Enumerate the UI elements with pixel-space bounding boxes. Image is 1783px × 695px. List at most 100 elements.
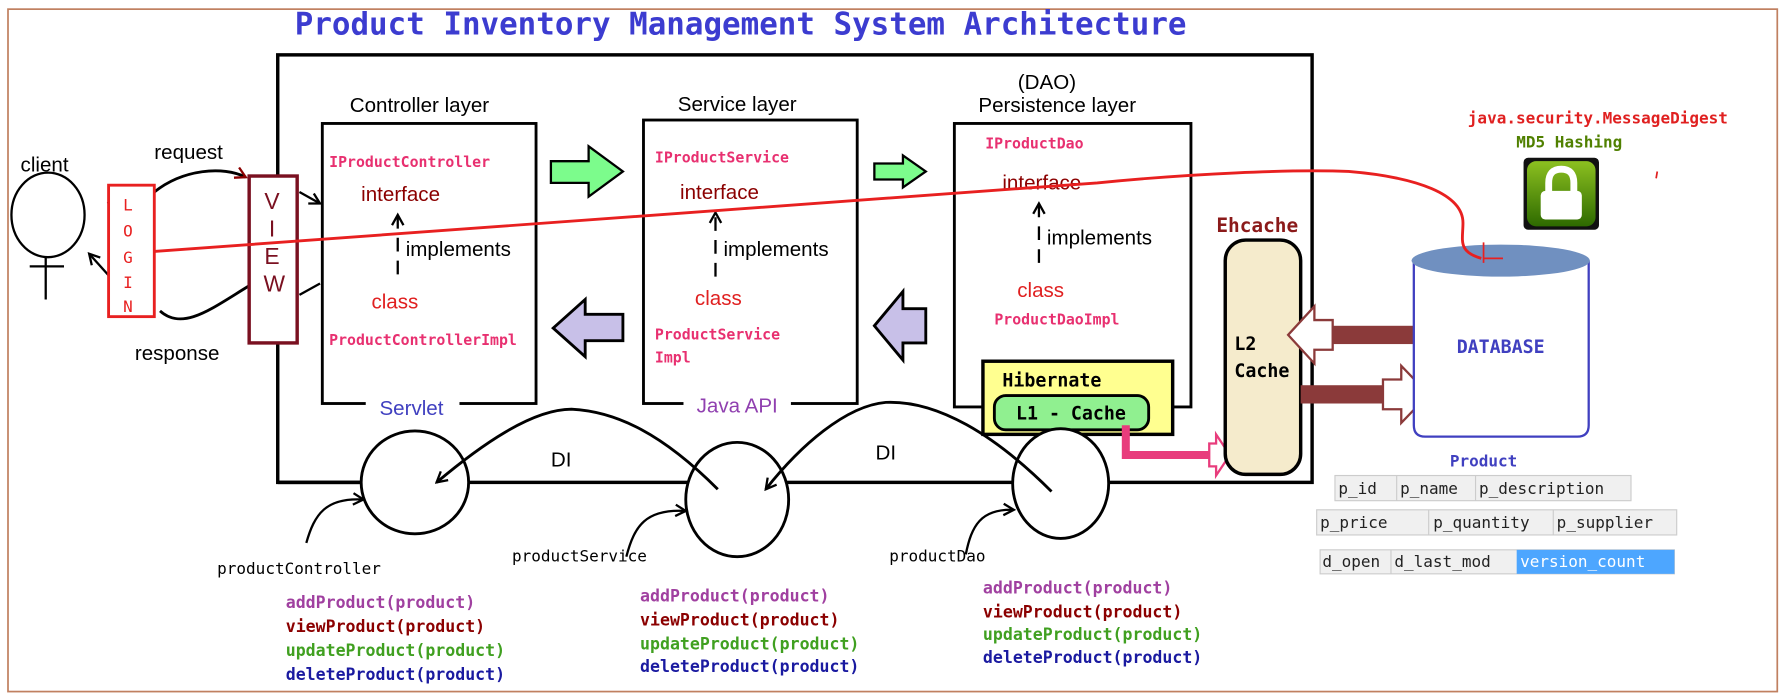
dao-methods: addProduct(product) viewProduct(product)… — [983, 578, 1202, 667]
ehcache-label: Ehcache — [1216, 214, 1298, 237]
service-layer-title: Service layer — [678, 93, 797, 116]
hibernate-label: Hibernate — [1002, 370, 1101, 391]
svg-text:O: O — [123, 222, 133, 241]
svg-text:I: I — [123, 273, 133, 292]
svg-text:addProduct(product): addProduct(product) — [286, 593, 475, 612]
service-methods: addProduct(product) viewProduct(product)… — [640, 586, 859, 676]
svg-text:I: I — [269, 216, 275, 242]
svg-text:p_price: p_price — [1320, 513, 1387, 532]
bean-productController — [359, 429, 471, 536]
dao-label: (DAO) — [1018, 71, 1076, 94]
back-arrow-1 — [551, 296, 625, 360]
svg-text:W: W — [264, 270, 286, 296]
l2-cache-label: Cache — [1234, 361, 1289, 382]
controller-implements-label: implements — [406, 238, 511, 261]
controller-impl-name: ProductControllerImpl — [329, 331, 517, 349]
forward-arrow-2 — [873, 153, 928, 190]
svg-text:p_name: p_name — [1400, 479, 1458, 498]
service-class-label: class — [695, 287, 742, 310]
svg-text:updateProduct(product): updateProduct(product) — [983, 625, 1202, 644]
controller-interface-name: IProductController — [329, 153, 490, 171]
service-impl-name: ProductService — [655, 325, 780, 343]
bean-productService — [684, 440, 791, 559]
client-actor — [10, 171, 86, 300]
request-label: request — [154, 141, 223, 164]
view-label: V I E W — [264, 188, 286, 296]
svg-text:L: L — [123, 195, 133, 214]
diagram-title: Product Inventory Management System Arch… — [295, 6, 1187, 42]
controller-interface-label: interface — [361, 183, 440, 206]
dao-impl-name: ProductDaoImpl — [994, 311, 1119, 329]
svg-text:viewProduct(product): viewProduct(product) — [286, 617, 485, 636]
client-label: client — [21, 153, 69, 176]
di-label-1: DI — [551, 448, 572, 471]
controller-methods: addProduct(product) viewProduct(product)… — [286, 593, 505, 684]
bean-productDao — [1011, 427, 1111, 540]
svg-text:addProduct(product): addProduct(product) — [983, 578, 1172, 597]
response-label: response — [135, 342, 220, 365]
svg-text:p_supplier: p_supplier — [1557, 513, 1654, 532]
di-label-2: DI — [875, 442, 896, 465]
lock-icon — [1523, 157, 1599, 230]
svg-text:E: E — [264, 243, 279, 269]
svg-text:V: V — [264, 188, 280, 214]
product-table: p_id p_name p_description p_price p_quan… — [1316, 474, 1678, 575]
dao-interface-name: IProductDao — [985, 135, 1083, 153]
svg-text:p_id: p_id — [1338, 479, 1377, 498]
service-impl-name-2: Impl — [655, 348, 691, 366]
product-dao-label: productDao — [889, 546, 985, 565]
service-layer-box — [642, 118, 859, 405]
request-arrow — [153, 171, 245, 194]
l1-to-l2-arrow — [1208, 430, 1232, 480]
product-table-title: Product — [1450, 451, 1517, 470]
svg-text:addProduct(product): addProduct(product) — [640, 586, 829, 605]
svg-text:deleteProduct(product): deleteProduct(product) — [983, 648, 1202, 667]
service-interface-label: interface — [680, 181, 759, 204]
svg-text:deleteProduct(product): deleteProduct(product) — [286, 665, 505, 684]
response-curve — [159, 284, 250, 321]
md5-label: MD5 Hashing — [1516, 132, 1622, 151]
svg-text:d_open: d_open — [1322, 552, 1380, 571]
controller-class-label: class — [371, 291, 418, 314]
svg-text:viewProduct(product): viewProduct(product) — [983, 602, 1182, 621]
svg-text:version_count: version_count — [1520, 552, 1645, 571]
svg-text:p_quantity: p_quantity — [1433, 513, 1530, 532]
login-label: L O G I N — [123, 195, 133, 316]
login-box[interactable] — [107, 183, 156, 319]
svg-text:p_description: p_description — [1479, 479, 1604, 498]
dao-interface-label: interface — [1002, 172, 1081, 195]
service-implements-label: implements — [723, 238, 828, 261]
svg-text:updateProduct(product): updateProduct(product) — [640, 634, 859, 653]
controller-layer-title: Controller layer — [350, 94, 490, 117]
di-arrow-1 — [437, 407, 719, 491]
l2-cache — [1223, 238, 1303, 477]
product-service-label: productService — [512, 546, 647, 565]
message-digest-label: java.security.MessageDigest — [1468, 108, 1728, 127]
svg-text:deleteProduct(product): deleteProduct(product) — [640, 657, 859, 676]
product-controller-label: productController — [217, 559, 381, 578]
controller-layer-box — [320, 122, 538, 405]
svg-text:viewProduct(product): viewProduct(product) — [640, 610, 839, 629]
frame — [7, 8, 1779, 693]
java-api-label: Java API — [697, 395, 778, 418]
svg-text:d_last_mod: d_last_mod — [1394, 552, 1490, 571]
l2-label: L2 — [1234, 334, 1256, 355]
login-hash-line — [154, 169, 1482, 260]
database-cylinder — [1411, 244, 1590, 438]
forward-arrow-1 — [549, 144, 625, 199]
dao-implements-label: implements — [1047, 227, 1152, 250]
database-label: DATABASE — [1457, 337, 1545, 358]
servlet-label: Servlet — [379, 397, 443, 420]
service-interface-name: IProductService — [655, 148, 789, 166]
view-box[interactable] — [247, 174, 299, 345]
svg-text:G: G — [123, 248, 133, 267]
l1-cache-label: L1 - Cache — [1016, 404, 1126, 425]
di-arrow-2 — [766, 400, 1053, 493]
back-arrow-2 — [872, 287, 928, 365]
dao-class-label: class — [1017, 279, 1064, 302]
svg-text:N: N — [123, 297, 133, 316]
db-to-cache-arrow — [1286, 303, 1334, 367]
svg-text:updateProduct(product): updateProduct(product) — [286, 641, 505, 660]
persistence-layer-title: Persistence layer — [978, 94, 1136, 117]
